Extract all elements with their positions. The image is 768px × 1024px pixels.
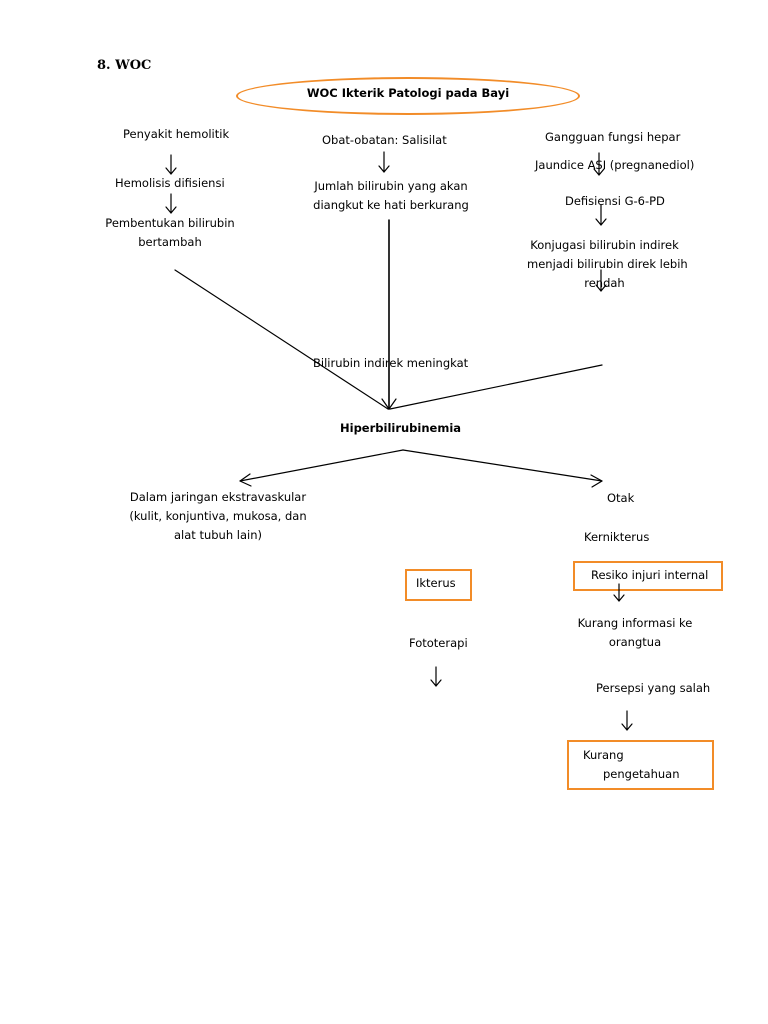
connector-line-left (174, 269, 389, 410)
node-ikterus: Ikterus (416, 576, 456, 590)
node-kurang-pengetahuan: Kurang pengetahuan (583, 748, 680, 781)
node-persepsi-salah: Persepsi yang salah (596, 681, 711, 695)
node-jumlah-bilirubin: Jumlah bilirubin yang akan diangkut ke h… (313, 179, 469, 212)
node-kernikterus: Kernikterus (584, 530, 650, 544)
node-penyakit-hemolitik: Penyakit hemolitik (123, 127, 230, 141)
arrow-down-icon (593, 152, 605, 176)
arrow-down-icon (621, 710, 633, 731)
node-hiperbilirubinemia: Hiperbilirubinemia (340, 421, 462, 435)
arrow-down-icon (378, 151, 390, 173)
arrow-down-icon (165, 154, 177, 175)
diagnosis-box-ikterus (405, 569, 472, 601)
node-fototerapi: Fototerapi (409, 636, 468, 650)
node-kurang-informasi: Kurang informasi ke orangtua (577, 616, 693, 649)
node-otak: Otak (607, 491, 635, 505)
title-oval (236, 77, 580, 115)
node-gangguan-hepar: Gangguan fungsi hepar (545, 130, 681, 144)
arrow-right-down-icon (402, 449, 603, 488)
node-defisiensi-g6pd: Defisiensi G-6-PD (565, 194, 665, 208)
node-bilirubin-indirek-meningkat: Bilirubin indirek meningkat (313, 356, 469, 370)
connector-line-right (389, 364, 603, 410)
node-hemolisis: Hemolisis difisiensi (115, 176, 225, 190)
node-konjugasi-bilirubin: Konjugasi bilirubin indirek menjadi bili… (527, 238, 688, 290)
arrow-down-icon (381, 219, 397, 410)
node-pembentukan-bilirubin: Pembentukan bilirubin bertambah (105, 216, 235, 249)
arrow-down-icon (430, 666, 442, 687)
arrow-left-down-icon (239, 449, 404, 487)
diagnosis-box-resiko-injuri (573, 561, 723, 591)
node-resiko-injuri: Resiko injuri internal (591, 568, 709, 582)
arrow-down-icon (595, 204, 607, 226)
section-heading: 8. WOC (97, 58, 152, 73)
node-jaringan-ekstravaskular: Dalam jaringan ekstravaskular (kulit, ko… (129, 490, 307, 542)
diagram-title: WOC Ikterik Patologi pada Bayi (306, 86, 510, 100)
arrow-down-icon (165, 193, 177, 214)
node-jaundice-asi: Jaundice ASI (pregnanediol) (535, 158, 695, 172)
arrow-down-icon (595, 269, 607, 292)
diagnosis-box-kurang-pengetahuan (567, 740, 714, 790)
arrow-down-icon (613, 583, 625, 602)
node-obat-salisilat: Obat-obatan: Salisilat (322, 133, 447, 147)
